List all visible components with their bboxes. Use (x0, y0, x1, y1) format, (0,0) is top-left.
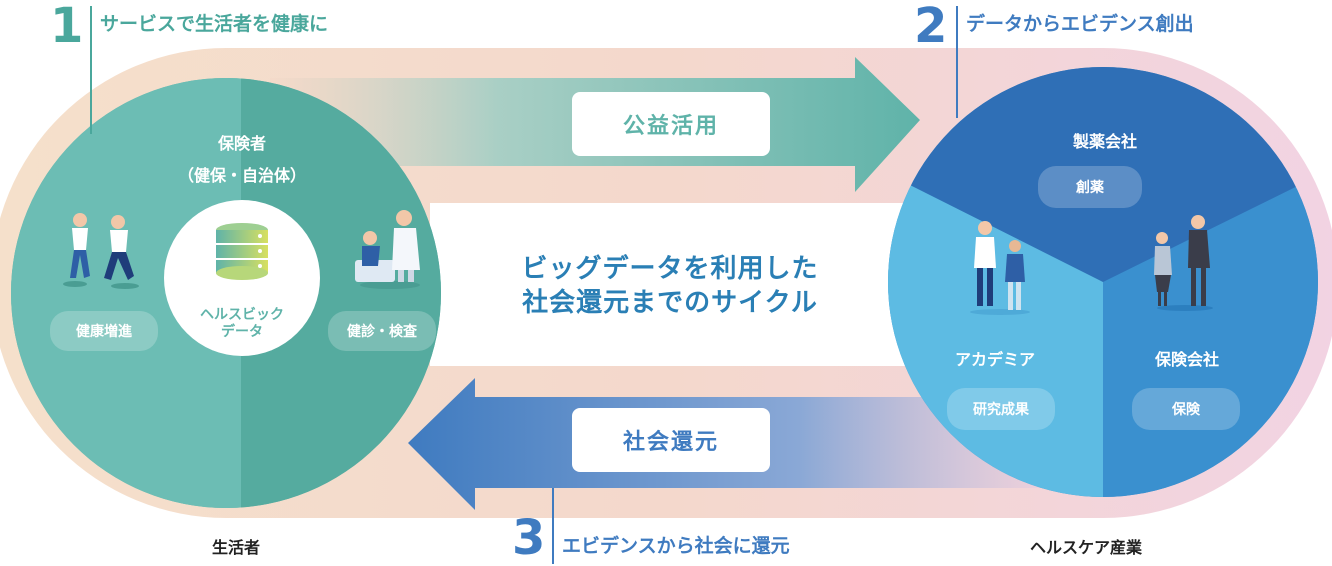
step-3-leader-line (552, 488, 554, 564)
step-2-number: 2 (914, 0, 948, 54)
cycle-headline-line-1: ビッグデータを利用した (521, 254, 819, 284)
healthcare-industry-label: ヘルスケア産業 (1030, 538, 1143, 557)
step-3-number: 3 (512, 510, 546, 566)
insurer-title: 保険者 (217, 134, 266, 153)
step-3-title: エビデンスから社会に還元 (562, 535, 790, 557)
database-icon (216, 223, 268, 280)
academia-title: アカデミア (954, 350, 1035, 369)
insurer-subtitle: （健保・自治体） (177, 166, 306, 185)
center-strip (430, 203, 910, 366)
big-data-line-2: データ (221, 324, 263, 340)
runners-icon (63, 213, 139, 289)
public-use-label: 公益活用 (572, 92, 770, 156)
research-results-pill: 研究成果 (947, 388, 1055, 430)
step-1-leader-line (90, 6, 92, 134)
step-1-title: サービスで生活者を健康に (100, 13, 329, 35)
insurance-company-title: 保険会社 (1154, 350, 1219, 369)
cycle-headline-line-2: 社会還元までのサイクル (522, 288, 818, 318)
step-1-number: 1 (50, 0, 84, 54)
insurance-pill: 保険 (1132, 388, 1240, 430)
medical-exam-icon (355, 210, 420, 289)
big-data-label: ヘルスビック データ (182, 307, 302, 341)
business-people-icon (1154, 215, 1213, 311)
checkup-pill: 健診・検査 (328, 311, 436, 351)
step-2-leader-line (956, 6, 958, 118)
academics-icon (970, 221, 1030, 315)
big-data-line-1: ヘルスビック (200, 307, 284, 323)
social-return-label: 社会還元 (572, 408, 770, 472)
pharma-title: 製薬会社 (1072, 132, 1137, 151)
cycle-headline: ビッグデータを利用した 社会還元までのサイクル (470, 252, 870, 320)
health-promotion-pill: 健康増進 (50, 311, 158, 351)
drug-discovery-pill: 創薬 (1038, 166, 1142, 208)
consumers-label: 生活者 (212, 538, 261, 557)
step-2-title: データからエビデンス創出 (966, 13, 1194, 35)
